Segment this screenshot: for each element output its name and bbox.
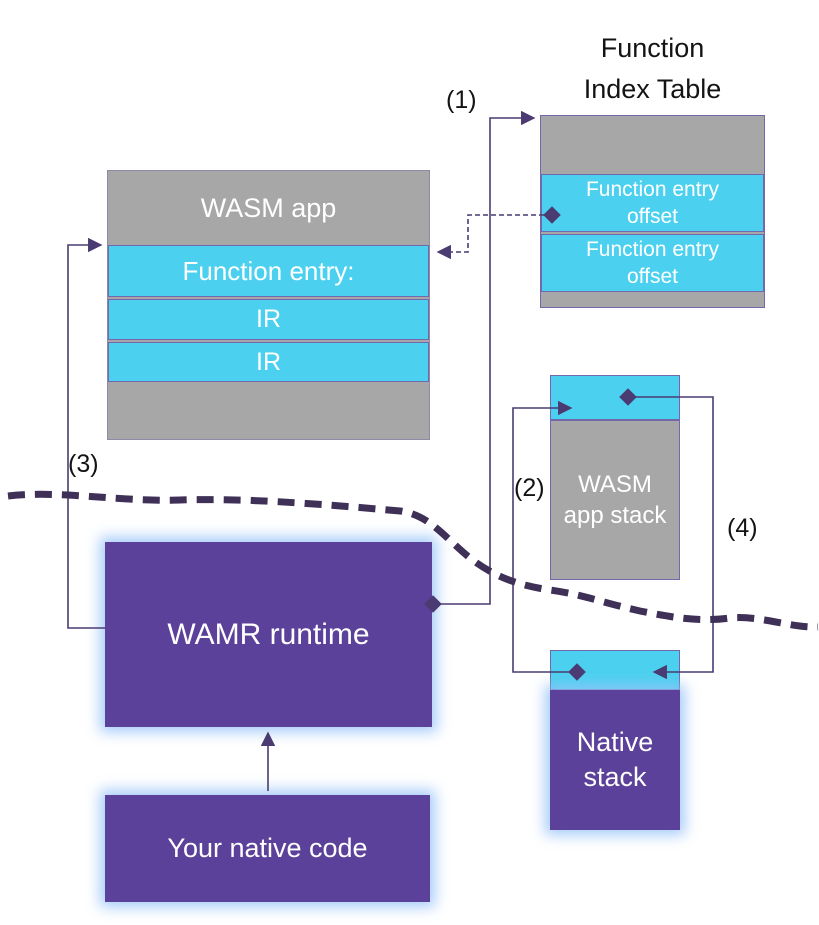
annotation-4: (4) (727, 514, 758, 542)
wasm-app-ir-row: IR (108, 342, 429, 382)
native-stack-label-line2: stack (583, 762, 647, 792)
function-entry-offset-row-line2: offset (627, 265, 678, 288)
connector-offset-to-function-entry (436, 206, 561, 260)
native-code-label: Your native code (167, 833, 368, 863)
annotation-1: (1) (446, 86, 477, 114)
wasm-app-stack-body: WASM app stack (550, 420, 680, 580)
wasm-app-function-entry-row: Function entry: (108, 245, 429, 297)
wasm-app-stack-top-bar (550, 375, 680, 420)
native-stack-body: Native stack (550, 690, 680, 830)
wasm-app-stack-box: WASM app stack (550, 375, 680, 580)
function-entry-offset-row: Function entry offset (541, 174, 764, 232)
wamr-runtime-label: WAMR runtime (167, 617, 370, 651)
wasm-app-stack-label-line2: app stack (563, 502, 667, 529)
wasm-app-box: WASM app Function entry: IR IR (107, 170, 430, 440)
function-entry-offset-row-line2: offset (627, 205, 678, 228)
wasm-app-title: WASM app (200, 192, 337, 223)
function-entry-offset-row-line1: Function entry (585, 237, 720, 261)
function-entry-offset-row-line1: Function entry (585, 177, 720, 201)
function-index-table-title: Function Index Table (540, 28, 765, 109)
native-stack-top-bar (550, 650, 680, 690)
wasm-app-stack-label-line1: WASM (578, 470, 652, 498)
native-stack-label-line1: Native (576, 726, 654, 757)
native-stack-box: Native stack (550, 650, 680, 830)
function-index-table-box: Function entry offset Function entry off… (540, 115, 765, 308)
function-index-table-title-line2: Index Table (583, 73, 722, 104)
connector-3-runtime-to-wasm-app (67, 237, 105, 629)
annotation-3: (3) (68, 450, 99, 478)
wamr-runtime-box: WAMR runtime (105, 542, 432, 727)
function-entry-offset-row: Function entry offset (541, 234, 764, 292)
native-code-box: Your native code (105, 795, 430, 902)
annotation-2: (2) (514, 474, 545, 502)
connector-1-runtime-to-index-table (424, 110, 536, 613)
function-index-table-title-line1: Function (600, 33, 705, 63)
wasm-app-ir-row: IR (108, 299, 429, 340)
